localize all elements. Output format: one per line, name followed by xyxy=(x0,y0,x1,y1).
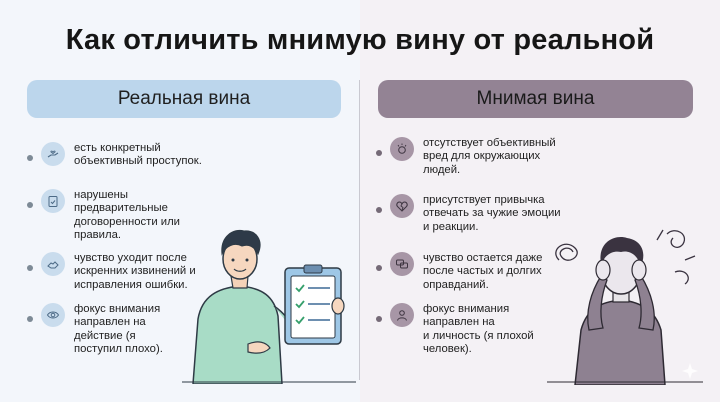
person-icon xyxy=(390,303,414,327)
item-text-line: вред для окружающих xyxy=(423,150,541,163)
list-item: фокус внимания направлен на и личность (… xyxy=(376,303,534,357)
item-text-line: и реакции. xyxy=(423,220,479,233)
item-text-line: предварительные xyxy=(74,202,168,215)
handshake-icon xyxy=(41,252,65,276)
bullet-dot xyxy=(27,316,33,322)
item-text-line: отвечать за чужие эмоции xyxy=(423,207,561,220)
bullet-dot xyxy=(376,150,382,156)
item-text-line: человек). xyxy=(423,343,472,356)
bullet-dot xyxy=(27,265,33,271)
stress-face-icon xyxy=(390,137,414,161)
item-text-line: поступил плохо). xyxy=(74,343,163,356)
item-text-line: направлен на xyxy=(423,316,495,329)
item-text-line: фокус внимания xyxy=(423,303,510,315)
list-item: фокус внимания направлен на действие (я … xyxy=(27,303,163,357)
item-text-line: отсутствует объективный xyxy=(423,137,556,149)
list-item: нарушены предварительные договоренности … xyxy=(27,189,180,243)
sparkle-logo-icon xyxy=(682,363,698,379)
man-with-checklist-illustration xyxy=(182,229,356,384)
list-item: чувство уходит после искренних извинений… xyxy=(27,252,196,292)
list-item: присутствует привычка отвечать за чужие … xyxy=(376,194,561,234)
bullet-dot xyxy=(376,207,382,213)
speech-bubbles-icon xyxy=(390,252,414,276)
bullet-dot xyxy=(27,202,33,208)
bullet-dot xyxy=(27,155,33,161)
item-text-line: правила. xyxy=(74,229,122,242)
item-text-line: направлен на xyxy=(74,316,146,329)
item-text-line: оправданий. xyxy=(423,278,489,291)
bullet-dot xyxy=(376,316,382,322)
item-text-line: чувство уходит после xyxy=(74,252,187,264)
item-text-line: объективный проступок. xyxy=(74,155,202,168)
broken-heart-icon xyxy=(390,194,414,218)
list-item: есть конкретный объективный проступок. xyxy=(27,142,202,169)
item-text-line: искренних извинений и xyxy=(74,265,196,278)
checklist-icon xyxy=(41,189,65,213)
item-text-line: есть конкретный xyxy=(74,142,161,154)
list-item: отсутствует объективный вред для окружаю… xyxy=(376,137,556,177)
item-text-line: чувство остается даже xyxy=(423,252,543,264)
item-text-line: действие (я xyxy=(74,329,136,342)
item-text-line: и личность (я плохой xyxy=(423,329,534,342)
item-text-line: договоренности или xyxy=(74,215,180,228)
stressed-man-illustration xyxy=(547,229,703,385)
item-text-line: присутствует привычка xyxy=(423,194,545,206)
item-text-line: нарушены xyxy=(74,189,129,201)
real-guilt-heading: Реальная вина xyxy=(27,80,341,118)
item-text-line: после частых и долгих xyxy=(423,265,542,278)
column-divider xyxy=(359,80,360,380)
page-title: Как отличить мнимую вину от реальной xyxy=(65,24,655,56)
imaginary-guilt-heading: Мнимая вина xyxy=(378,80,693,118)
item-text-line: исправления ошибки. xyxy=(74,278,188,291)
item-text-line: людей. xyxy=(423,163,461,176)
eye-icon xyxy=(41,303,65,327)
hand-heart-icon xyxy=(41,142,65,166)
bullet-dot xyxy=(376,265,382,271)
list-item: чувство остается даже после частых и дол… xyxy=(376,252,542,292)
item-text-line: фокус внимания xyxy=(74,303,161,315)
